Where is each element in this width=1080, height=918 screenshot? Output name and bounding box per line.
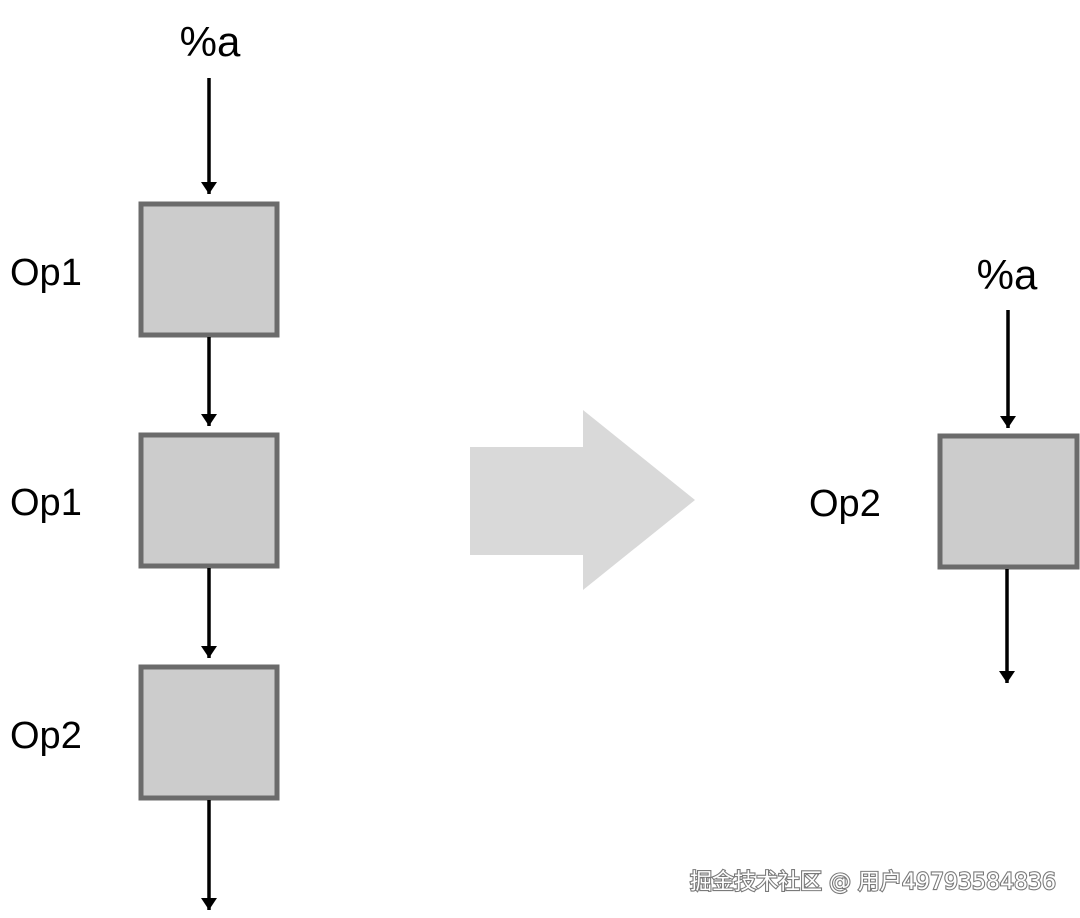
left-op1-box — [138, 201, 280, 338]
left-input-label: %a — [180, 18, 241, 65]
left-op3-label: Op2 — [10, 715, 82, 757]
left-op2-box — [138, 432, 280, 569]
transform-arrow-icon — [470, 410, 695, 590]
left-op3-box — [138, 664, 280, 801]
left-op1-label: Op1 — [10, 252, 82, 294]
right-op-label: Op2 — [809, 483, 881, 525]
left-op2-label: Op1 — [10, 482, 82, 524]
watermark-text: 掘金技术社区 @ 用户49793584836 — [690, 870, 1056, 895]
right-op-box — [937, 433, 1080, 570]
right-input-label: %a — [977, 251, 1038, 298]
